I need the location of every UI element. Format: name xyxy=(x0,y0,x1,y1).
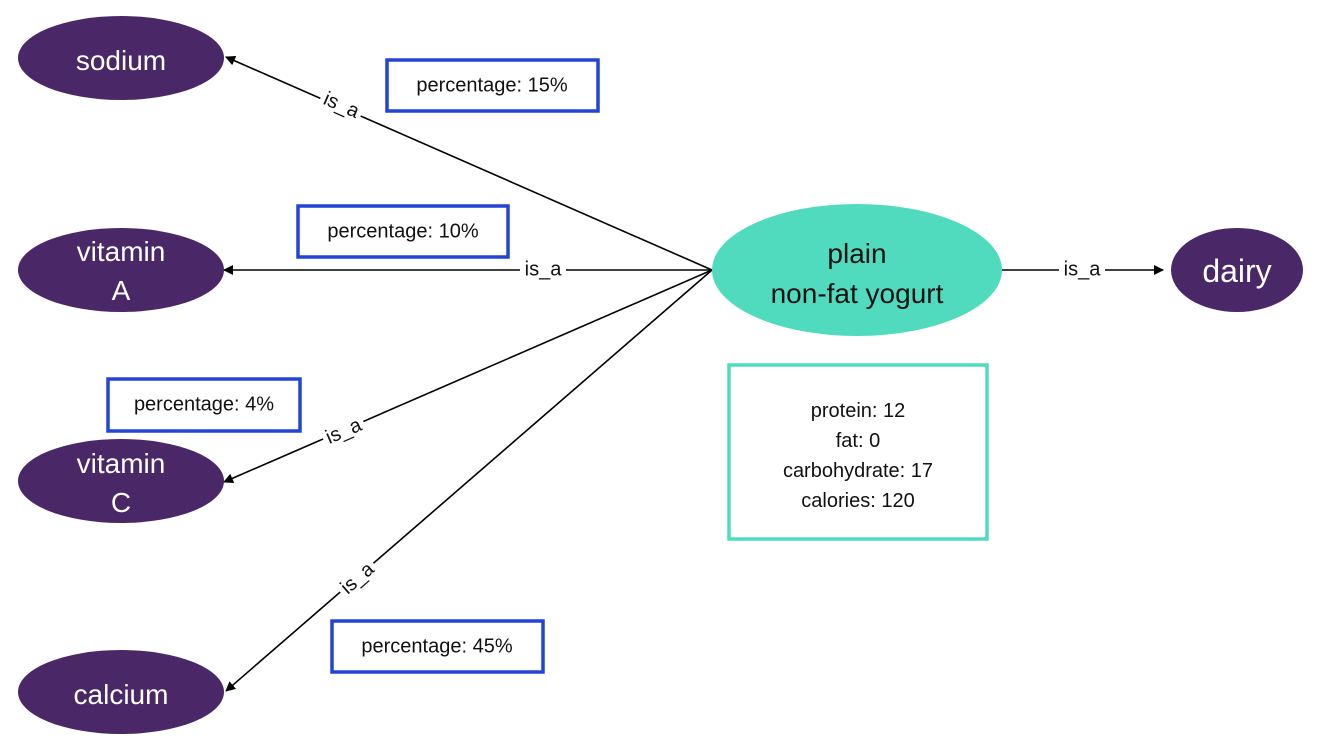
nutrition-fact-protein: protein: 12 xyxy=(811,400,906,422)
node-dairy-label: dairy xyxy=(1202,253,1271,289)
node-calcium: calcium xyxy=(18,650,224,734)
node-calcium-label: calcium xyxy=(74,679,169,710)
node-vitamin-c-label-line2: C xyxy=(111,487,131,518)
node-vitamin-a-shape xyxy=(18,228,224,312)
edge-label-vitamin-a: is_a xyxy=(520,258,566,281)
percentage-text-vitamin-c: percentage: 4% xyxy=(134,393,274,415)
edge-label-vitamin-c: is_a xyxy=(319,413,369,451)
percentage-box-sodium: percentage: 15% xyxy=(385,58,600,113)
nutrition-fact-fat: fat: 0 xyxy=(836,430,880,452)
nutrition-facts-box: protein: 12 fat: 0 carbohydrate: 17 calo… xyxy=(727,363,989,541)
node-center-shape xyxy=(712,204,1002,336)
edge-to-vitamin-c xyxy=(223,269,713,483)
edge-to-sodium xyxy=(225,56,713,271)
node-dairy-shape xyxy=(1171,228,1303,312)
node-vitamin-a-label-line2: A xyxy=(112,275,131,306)
percentage-text-calcium: percentage: 45% xyxy=(361,635,512,657)
svg-text:is_a: is_a xyxy=(1064,258,1102,280)
edge-to-calcium xyxy=(225,269,713,692)
node-sodium-shape xyxy=(18,16,224,100)
node-center-label-line1: plain xyxy=(827,238,886,269)
percentage-box-vitamin-c: percentage: 4% xyxy=(106,377,302,433)
edges xyxy=(223,56,1164,692)
node-vitamin-a: vitamin A xyxy=(18,228,224,312)
percentage-text-sodium: percentage: 15% xyxy=(416,74,567,96)
percentage-box-calcium: percentage: 45% xyxy=(330,619,545,674)
node-vitamin-c-shape xyxy=(18,439,224,523)
node-sodium: sodium xyxy=(18,16,224,100)
node-vitamin-c: vitamin C xyxy=(18,439,224,523)
node-center-label-line2: non-fat yogurt xyxy=(771,278,944,309)
node-sodium-label: sodium xyxy=(76,45,166,76)
percentage-box-vitamin-a: percentage: 10% xyxy=(296,204,510,259)
node-dairy: dairy xyxy=(1171,228,1303,312)
percentage-text-vitamin-a: percentage: 10% xyxy=(327,220,478,242)
node-calcium-shape xyxy=(18,650,224,734)
nutrition-fact-calories: calories: 120 xyxy=(801,490,914,512)
svg-text:is_a: is_a xyxy=(525,258,563,280)
node-plain-non-fat-yogurt: plain non-fat yogurt xyxy=(712,204,1002,336)
node-vitamin-a-label-line1: vitamin xyxy=(77,236,166,267)
edge-label-dairy: is_a xyxy=(1059,258,1105,281)
node-vitamin-c-label-line1: vitamin xyxy=(77,448,166,479)
nutrition-fact-carbohydrate: carbohydrate: 17 xyxy=(783,460,933,482)
edge-label-sodium: is_a xyxy=(316,87,366,125)
